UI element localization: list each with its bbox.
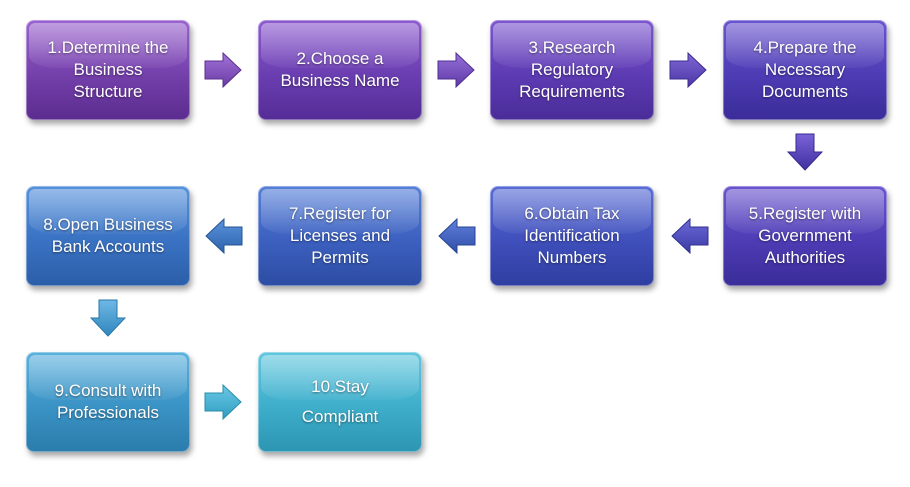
step-6-box: 6.Obtain Tax Identification Numbers bbox=[490, 186, 654, 286]
arrow-left-1-icon bbox=[671, 218, 709, 254]
arrow-right-1-icon bbox=[204, 52, 242, 88]
step-10-box: 10.Stay Compliant bbox=[258, 352, 422, 452]
step-5-line-2: Government bbox=[758, 226, 852, 245]
arrow-right-3-icon bbox=[669, 52, 707, 88]
step-3-line-1: 3.Research bbox=[528, 38, 616, 57]
step-9-line-1: 9.Consult with bbox=[54, 381, 162, 400]
step-5-line-1: 5.Register with bbox=[748, 204, 862, 223]
step-7-line-1: 7.Register for bbox=[288, 204, 392, 223]
arrow-left-3-icon bbox=[205, 218, 243, 254]
step-6-line-1: 6.Obtain Tax bbox=[524, 204, 620, 223]
step-2-line-1: 2.Choose a bbox=[296, 49, 384, 68]
step-1-line-3: Structure bbox=[73, 82, 143, 101]
step-6-line-2: Identification bbox=[524, 226, 620, 245]
step-3-line-2: Regulatory bbox=[530, 60, 614, 79]
step-2-line-2: Business Name bbox=[280, 71, 400, 90]
step-7-box: 7.Register for Licenses and Permits bbox=[258, 186, 422, 286]
step-7-line-2: Licenses and bbox=[289, 226, 391, 245]
step-7-line-3: Permits bbox=[311, 248, 369, 267]
arrow-right-4-icon bbox=[204, 384, 242, 420]
step-9-box: 9.Consult with Professionals bbox=[26, 352, 190, 452]
step-10-line-1: 10.Stay bbox=[311, 377, 369, 396]
step-4-line-2: Necessary bbox=[764, 60, 846, 79]
step-2-box: 2.Choose a Business Name bbox=[258, 20, 422, 120]
step-6-line-3: Numbers bbox=[537, 248, 607, 267]
arrow-down-2-icon bbox=[90, 299, 126, 337]
step-1-line-2: Business bbox=[73, 60, 143, 79]
step-3-box: 3.Research Regulatory Requirements bbox=[490, 20, 654, 120]
step-9-line-2: Professionals bbox=[56, 403, 160, 422]
step-4-line-1: 4.Prepare the bbox=[753, 38, 857, 57]
step-4-box: 4.Prepare the Necessary Documents bbox=[723, 20, 887, 120]
arrow-down-1-icon bbox=[787, 133, 823, 171]
step-4-line-3: Documents bbox=[762, 82, 848, 101]
step-5-box: 5.Register with Government Authorities bbox=[723, 186, 887, 286]
step-8-line-2: Bank Accounts bbox=[51, 237, 165, 256]
step-8-box: 8.Open Business Bank Accounts bbox=[26, 186, 190, 286]
step-1-line-1: 1.Determine the bbox=[47, 38, 169, 57]
step-1-box: 1.Determine the Business Structure bbox=[26, 20, 190, 120]
step-8-line-1: 8.Open Business bbox=[43, 215, 173, 234]
arrow-left-2-icon bbox=[438, 218, 476, 254]
step-5-line-3: Authorities bbox=[764, 248, 846, 267]
step-10-line-2: Compliant bbox=[301, 407, 379, 426]
arrow-right-2-icon bbox=[437, 52, 475, 88]
step-3-line-3: Requirements bbox=[519, 82, 625, 101]
